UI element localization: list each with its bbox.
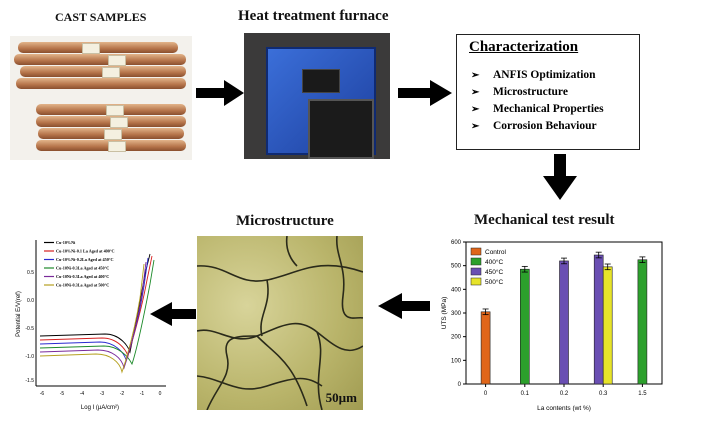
pol-legend-label: Cu-10%Ni-0.1 La Aged at 400°C: [56, 249, 115, 254]
char-item-anfis: ➢ANFIS Optimization: [471, 69, 596, 81]
y-axis-label: UTS (MPa): [441, 297, 448, 330]
mechanical-title: Mechanical test result: [474, 212, 615, 228]
pol-legend-label: Cu-10Ni-0.3La Aged at 500°C: [56, 283, 109, 288]
microstructure-title: Microstructure: [236, 213, 334, 229]
y-tick-label: 600: [451, 240, 462, 246]
legend-label: 400°C: [485, 258, 503, 266]
characterization-list: ➢ANFIS Optimization ➢Microstructure ➢Mec…: [471, 69, 604, 137]
furnace-photo: [244, 33, 390, 159]
pol-curve: [39, 253, 151, 354]
bar: [593, 254, 604, 385]
arrow-left-icon: [378, 293, 430, 319]
bullet-arrow-icon: ➢: [471, 87, 480, 98]
pol-xtick: -4: [80, 391, 85, 397]
x-tick-label: 0.2: [560, 391, 569, 397]
arrow-right-icon: [196, 80, 244, 106]
pol-ytick: 0.0: [27, 298, 34, 304]
bar: [559, 260, 569, 385]
cast-samples-photo: [10, 36, 192, 160]
x-tick-label: 1.5: [638, 391, 647, 397]
legend-swatch: [470, 257, 482, 266]
arrow-right-icon: [398, 80, 452, 106]
x-tick-label: 0: [484, 391, 488, 397]
pol-xtick: -3: [100, 391, 105, 397]
y-tick-label: 300: [451, 311, 462, 317]
x-tick-label: 0.3: [599, 391, 608, 397]
y-tick-label: 400: [451, 287, 462, 293]
pol-xtick: -5: [60, 391, 65, 397]
bar: [637, 259, 648, 385]
characterization-heading: Characterization: [469, 39, 579, 55]
microstructure-micrograph: 50µm: [197, 236, 363, 410]
pol-ytick: -1.0: [25, 354, 34, 360]
bar: [520, 268, 530, 385]
char-item-corrosion: ➢Corrosion Behaviour: [471, 120, 597, 132]
legend-label: Control: [485, 249, 507, 256]
grain-boundaries: [197, 236, 363, 410]
bullet-arrow-icon: ➢: [471, 70, 480, 81]
y-tick-label: 200: [451, 335, 462, 341]
pol-ylabel: Potential E/V(ref): [16, 291, 22, 337]
bar: [480, 311, 491, 385]
legend-swatch: [470, 247, 482, 256]
cast-samples-title: CAST SAMPLES: [55, 10, 147, 24]
legend-label: 500°C: [485, 278, 503, 286]
y-tick-label: 500: [451, 264, 462, 270]
pol-curve: [39, 255, 153, 358]
pol-ytick: -1.5: [25, 378, 34, 384]
x-tick-label: 0.1: [521, 391, 530, 397]
furnace-control-panel: [302, 69, 340, 93]
legend-swatch: [470, 267, 482, 276]
bullet-arrow-icon: ➢: [471, 104, 480, 115]
pol-legend-label: Cu-10%Ni: [56, 240, 76, 245]
pol-xtick: -6: [40, 391, 45, 397]
x-axis-label: La contents (wt %): [537, 405, 591, 412]
pol-curve: [39, 263, 145, 374]
polarization-chart: Potential E/V(ref) Log I (µA/cm²) -6 -5 …: [16, 240, 166, 411]
char-item-mechanical: ➢Mechanical Properties: [471, 103, 604, 115]
pol-ytick: -0.5: [25, 326, 34, 332]
pol-curve: [39, 259, 155, 366]
legend-label: 450°C: [485, 268, 503, 276]
bullet-arrow-icon: ➢: [471, 121, 480, 132]
pol-legend-label: Cu-10Ni-0.3La Aged at 450°C: [56, 266, 109, 271]
arrow-down-icon: [543, 154, 577, 200]
pol-legend-label: Cu-10Ni-0.3La Aged at 400°C: [56, 274, 109, 279]
scale-bar-label: 50µm: [325, 390, 357, 405]
pol-legend-label: Cu-10%Ni-0.2La Aged at 450°C: [56, 257, 114, 262]
pol-ytick: 0.5: [27, 270, 34, 276]
furnace-door: [308, 99, 374, 159]
y-tick-label: 0: [458, 382, 462, 388]
uts-bar-chart: 0 100 200 300 400 500 600 0 0.1 0.2 0.3 1.5 La conte…: [441, 240, 663, 412]
pol-xtick: -2: [120, 391, 125, 397]
furnace-title: Heat treatment furnace: [238, 8, 389, 24]
arrow-left-icon: [150, 302, 196, 326]
characterization-box: Characterization ➢ANFIS Optimization ➢Mi…: [456, 34, 640, 150]
pol-xtick: -1: [140, 391, 145, 397]
pol-xlabel: Log I (µA/cm²): [81, 405, 119, 411]
bar: [602, 266, 613, 385]
pol-curve: [39, 261, 147, 370]
y-tick-label: 100: [451, 358, 462, 364]
char-item-microstructure: ➢Microstructure: [471, 86, 568, 98]
pol-xtick: 0: [159, 391, 162, 397]
legend-swatch: [470, 277, 482, 286]
